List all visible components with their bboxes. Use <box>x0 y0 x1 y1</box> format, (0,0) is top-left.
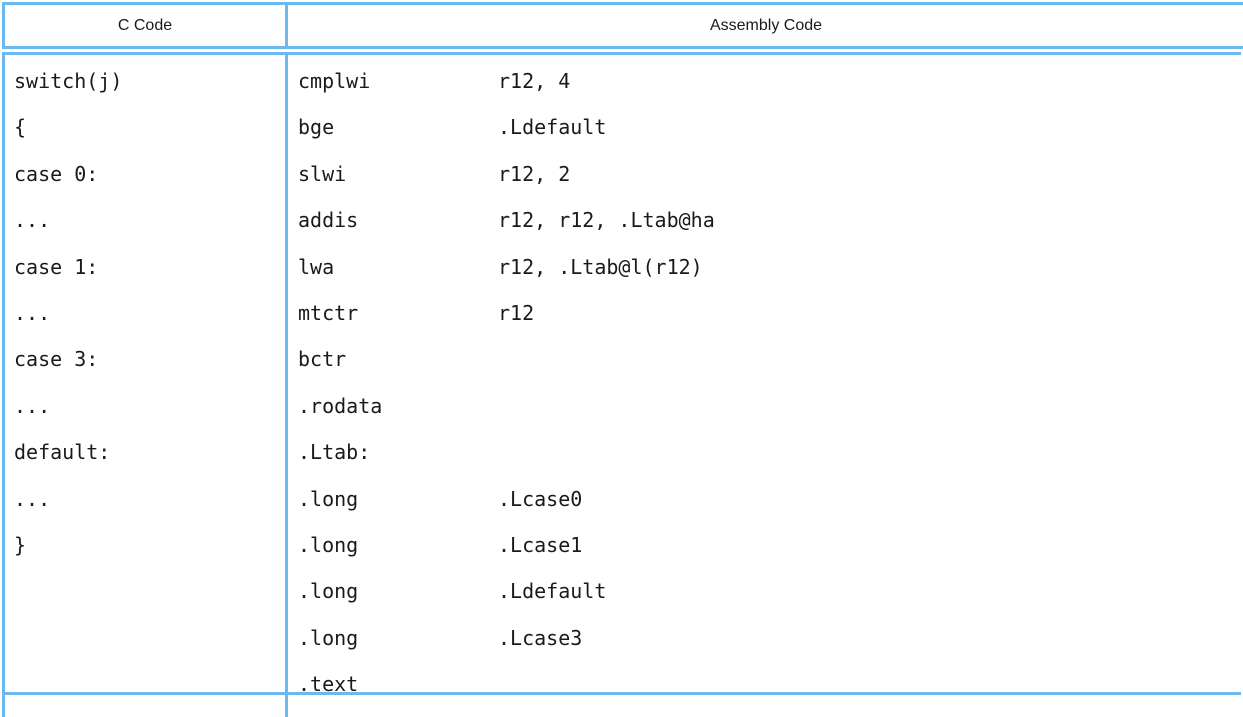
assembly-operand: .Lcase0 <box>498 476 582 522</box>
assembly-mnemonic: .text <box>298 661 498 707</box>
assembly-code-line: bctr <box>298 336 1243 382</box>
c-code-line: { <box>14 104 285 150</box>
assembly-mnemonic: bge <box>298 104 498 150</box>
c-code-line: ... <box>14 290 285 336</box>
c-code-line: default: <box>14 429 285 475</box>
c-code-line: ... <box>14 476 285 522</box>
assembly-mnemonic: bctr <box>298 336 498 382</box>
assembly-operand: r12, .Ltab@l(r12) <box>498 244 703 290</box>
assembly-operand: .Lcase3 <box>498 615 582 661</box>
table-header: C Code Assembly Code <box>4 4 1243 48</box>
column-header-c-code: C Code <box>4 4 287 48</box>
assembly-mnemonic: mtctr <box>298 290 498 336</box>
assembly-code-line: .text <box>298 661 1243 707</box>
assembly-mnemonic: .Ltab: <box>298 429 498 475</box>
assembly-mnemonic: lwa <box>298 244 498 290</box>
cell-c-code: switch(j){case 0:...case 1:...case 3:...… <box>4 48 287 717</box>
assembly-mnemonic: .long <box>298 476 498 522</box>
assembly-code-line: .long.Lcase1 <box>298 522 1243 568</box>
c-code-line: case 3: <box>14 336 285 382</box>
header-row: C Code Assembly Code <box>4 4 1243 48</box>
c-code-line: ... <box>14 197 285 243</box>
assembly-mnemonic: addis <box>298 197 498 243</box>
assembly-code-line: .rodata <box>298 383 1243 429</box>
assembly-operand: r12, 4 <box>498 58 570 104</box>
column-header-assembly-code: Assembly Code <box>287 4 1243 48</box>
c-code-line: switch(j) <box>14 58 285 104</box>
assembly-operand: r12, r12, .Ltab@ha <box>498 197 715 243</box>
assembly-mnemonic: .long <box>298 522 498 568</box>
assembly-operand: .Ldefault <box>498 568 606 614</box>
assembly-code-line: .long.Ldefault <box>298 568 1243 614</box>
assembly-code-line: bge.Ldefault <box>298 104 1243 150</box>
assembly-operand: .Ldefault <box>498 104 606 150</box>
c-code-line: ... <box>14 383 285 429</box>
c-code-line: case 0: <box>14 151 285 197</box>
code-comparison-table-container: C Code Assembly Code switch(j){case 0:..… <box>0 2 1243 700</box>
assembly-mnemonic: cmplwi <box>298 58 498 104</box>
c-code-line: case 1: <box>14 244 285 290</box>
c-code-block: switch(j){case 0:...case 1:...case 3:...… <box>5 49 285 578</box>
table-row: switch(j){case 0:...case 1:...case 3:...… <box>4 48 1243 717</box>
assembly-operand: .Lcase1 <box>498 522 582 568</box>
assembly-mnemonic: .long <box>298 615 498 661</box>
assembly-mnemonic: slwi <box>298 151 498 197</box>
assembly-code-line: .long.Lcase3 <box>298 615 1243 661</box>
c-code-line: } <box>14 522 285 568</box>
assembly-mnemonic: .long <box>298 568 498 614</box>
assembly-code-line: .long.Lcase0 <box>298 476 1243 522</box>
assembly-operand: r12 <box>498 290 534 336</box>
table-body: switch(j){case 0:...case 1:...case 3:...… <box>4 48 1243 717</box>
table-bottom-border <box>2 692 1241 695</box>
assembly-operand: r12, 2 <box>498 151 570 197</box>
assembly-code-line: .Ltab: <box>298 429 1243 475</box>
assembly-mnemonic: .rodata <box>298 383 498 429</box>
